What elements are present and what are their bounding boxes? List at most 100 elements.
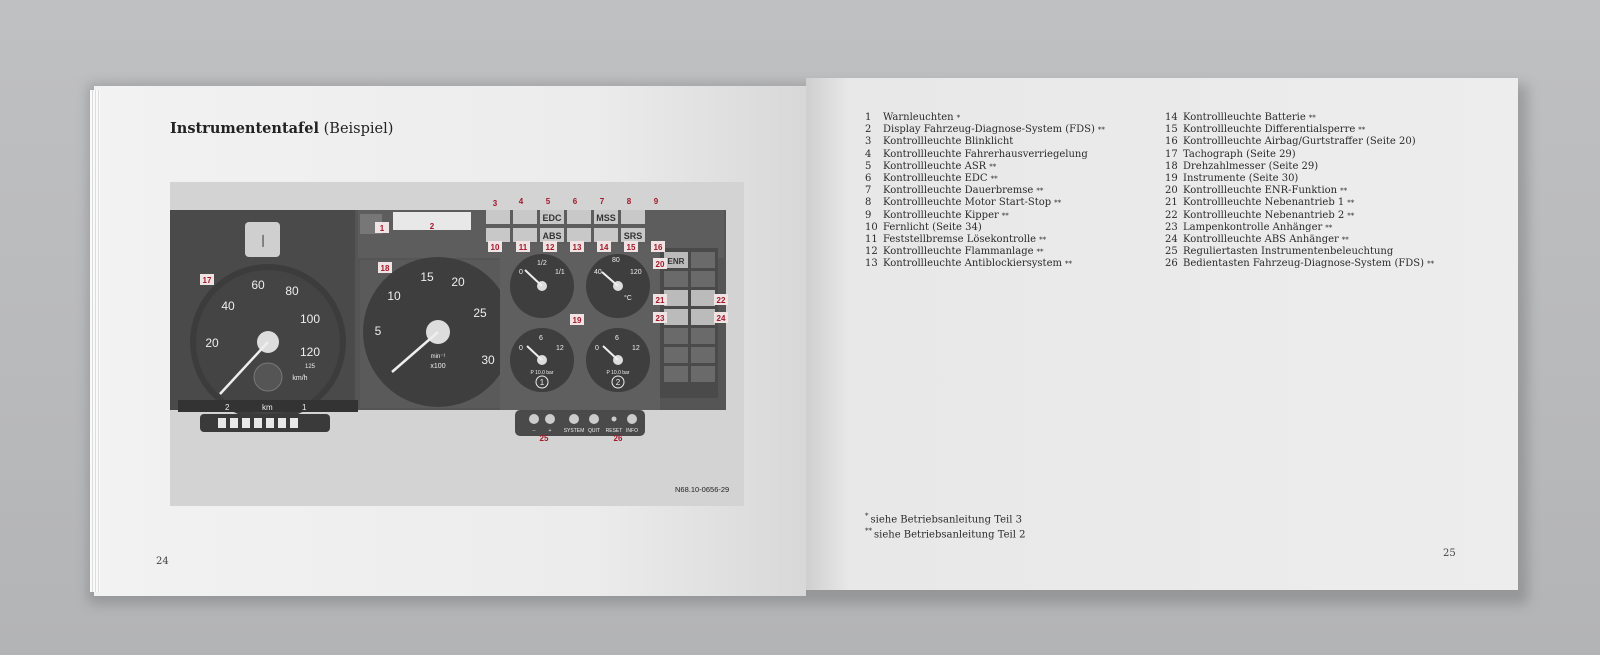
legend-number: 18 xyxy=(1165,160,1178,172)
legend-item: 14 Kontrollleuchte Batterie** xyxy=(1165,112,1434,124)
svg-text:20: 20 xyxy=(451,275,465,289)
svg-text:2: 2 xyxy=(616,378,621,387)
legend-text: Lampenkontrolle Anhänger xyxy=(1183,221,1323,233)
legend-number: 11 xyxy=(865,234,878,246)
legend-footnote-mark: ** xyxy=(1347,199,1355,208)
callout-label: 15 xyxy=(627,243,636,252)
svg-text:15: 15 xyxy=(420,270,434,284)
callout-box xyxy=(653,294,667,305)
right-page xyxy=(806,78,1518,590)
svg-text:0: 0 xyxy=(519,269,523,276)
legend-footnote-mark: ** xyxy=(989,162,997,171)
callout-label: 14 xyxy=(600,243,609,252)
callout-label: 17 xyxy=(203,276,212,285)
callout-box xyxy=(624,241,638,252)
svg-text:min⁻¹: min⁻¹ xyxy=(431,354,446,360)
svg-text:❘: ❘ xyxy=(258,233,268,247)
callout-box xyxy=(200,274,214,285)
footnote-1: *siehe Betriebsanleitung Teil 3 xyxy=(865,512,1022,526)
legend-text: Kontrollleuchte Fahrerhausverriegelung xyxy=(883,148,1088,160)
svg-text:12: 12 xyxy=(632,345,640,352)
svg-text:MSS: MSS xyxy=(596,213,616,223)
svg-text:EDC: EDC xyxy=(542,213,562,223)
legend-number: 14 xyxy=(1165,112,1178,123)
legend-footnote-mark: ** xyxy=(1039,236,1047,245)
legend-text: Reguliertasten Instrumentenbeleuchtung xyxy=(1183,246,1394,258)
svg-text:80: 80 xyxy=(285,284,299,298)
svg-text:6: 6 xyxy=(539,335,543,342)
callout-label: 3 xyxy=(493,199,498,208)
callout-label: 18 xyxy=(381,264,390,273)
legend-footnote-mark: ** xyxy=(1064,260,1072,269)
svg-text:°C: °C xyxy=(624,294,632,302)
callout-label: 24 xyxy=(717,314,726,323)
title-normal: (Beispiel) xyxy=(323,121,394,137)
legend-number: 8 xyxy=(865,197,872,209)
dashboard-svg: ❘ 20 40 60 80 100 120 125 km/h 2 km 1 xyxy=(170,197,729,494)
legend-footnote-mark: ** xyxy=(990,175,998,184)
legend-number: 25 xyxy=(1165,246,1178,258)
svg-text:10: 10 xyxy=(387,289,401,303)
legend-item: 25 Reguliertasten Instrumentenbeleuchtung xyxy=(1165,246,1434,258)
svg-text:1: 1 xyxy=(540,378,545,387)
legend-text: Kontrollleuchte Airbag/Gurtstraffer (Sei… xyxy=(1183,136,1416,148)
svg-text:–: – xyxy=(533,428,536,434)
footnote-2: **siehe Betriebsanleitung Teil 2 xyxy=(865,527,1026,541)
svg-text:SYSTEM: SYSTEM xyxy=(564,428,585,434)
legend-number: 10 xyxy=(865,221,878,233)
legend-footnote-mark: ** xyxy=(1341,236,1349,245)
callout-box xyxy=(516,241,530,252)
dashboard-figure: ❘ 20 40 60 80 100 120 125 km/h 2 km 1 xyxy=(170,182,744,506)
svg-text:RESET: RESET xyxy=(606,428,623,434)
legend-text: Kontrollleuchte Nebenantrieb 1 xyxy=(1183,197,1345,209)
key-slot xyxy=(245,222,280,257)
legend-text: Kontrollleuchte ASR xyxy=(883,160,987,172)
legend-number: 22 xyxy=(1165,209,1178,221)
legend-number: 3 xyxy=(865,136,872,148)
legend-footnote-mark: ** xyxy=(1325,223,1333,232)
legend-footnote-mark: ** xyxy=(1340,187,1348,196)
callout-box xyxy=(378,262,392,273)
legend-footnote-mark: ** xyxy=(1308,114,1316,122)
legend-number: 21 xyxy=(1165,197,1178,209)
legend-number: 13 xyxy=(865,258,878,270)
callout-box xyxy=(375,222,389,233)
svg-text:80: 80 xyxy=(612,257,620,264)
callout-label: 11 xyxy=(519,243,528,252)
page-number-left: 24 xyxy=(156,556,169,567)
callout-label: 22 xyxy=(717,296,726,305)
svg-text:0: 0 xyxy=(595,345,599,352)
legend-number: 15 xyxy=(1165,124,1178,136)
callout-label: 20 xyxy=(656,260,665,269)
legend-footnote-mark: ** xyxy=(1054,199,1062,208)
legend-number: 7 xyxy=(865,185,872,197)
legend-item: 8 Kontrollleuchte Motor Start-Stop** xyxy=(865,197,1105,209)
legend-footnote-mark: ** xyxy=(1358,126,1366,135)
legend-text: Kontrollleuchte Antiblockiersystem xyxy=(883,258,1062,270)
legend-number: 24 xyxy=(1165,234,1178,246)
warning-lamps-top: EDC MSS xyxy=(486,210,645,224)
svg-text:120: 120 xyxy=(300,345,320,359)
legend-footnote-mark: ** xyxy=(1427,260,1435,269)
svg-text:2: 2 xyxy=(225,403,230,412)
svg-text:km: km xyxy=(262,403,273,412)
legend-text: Kontrollleuchte Flammanlage xyxy=(883,246,1034,258)
legend-number: 16 xyxy=(1165,136,1178,148)
page-edges xyxy=(90,90,100,592)
svg-text:QUIT: QUIT xyxy=(588,428,600,434)
callout-box xyxy=(653,258,667,269)
legend-text: Kontrollleuchte Motor Start-Stop xyxy=(883,197,1052,209)
svg-text:x100: x100 xyxy=(430,363,445,370)
svg-text:40: 40 xyxy=(221,299,235,313)
legend-text: Kontrollleuchte Batterie xyxy=(1183,112,1306,123)
callout-box xyxy=(651,241,665,252)
